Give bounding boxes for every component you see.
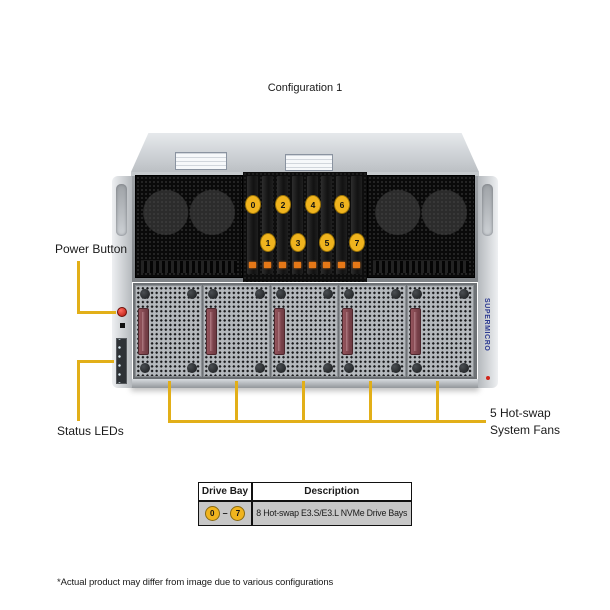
fan-module xyxy=(407,285,474,377)
drive-bay-table: Drive Bay Description 0 – 7 8 Hot-swap E… xyxy=(198,482,412,526)
drive-bay-slot: 1 xyxy=(260,176,276,274)
drive-activity-led xyxy=(264,262,271,268)
fan-handle xyxy=(138,308,149,355)
figure-title: Configuration 1 xyxy=(267,82,343,94)
supermicro-logo: SUPERMICRO xyxy=(483,298,490,352)
drive-bay-number-badge: 7 xyxy=(349,233,365,252)
drive-bay-number-badge: 5 xyxy=(319,233,335,252)
rack-handle xyxy=(116,184,127,236)
status-led-strip xyxy=(116,338,127,384)
callout-line-fans xyxy=(168,420,486,423)
drive-bay-number-badge: 1 xyxy=(260,233,276,252)
right-rack-ear: SUPERMICRO xyxy=(478,176,498,388)
fan-module xyxy=(203,285,270,377)
fan-module xyxy=(271,285,338,377)
latch-icon xyxy=(412,289,422,299)
latch-icon xyxy=(391,289,401,299)
latch-icon xyxy=(323,289,333,299)
latch-icon xyxy=(140,363,150,373)
callout-line-fan xyxy=(369,381,372,423)
table-cell-description: 8 Hot-swap E3.S/E3.L NVMe Drive Bays xyxy=(252,501,411,525)
drive-bay-slot: 4 xyxy=(305,176,321,274)
status-leds-label: Status LEDs xyxy=(57,424,124,438)
rack-handle xyxy=(482,184,493,236)
drive-activity-led xyxy=(279,262,286,268)
callout-line-status xyxy=(77,360,114,363)
latch-icon xyxy=(140,289,150,299)
fan-handle xyxy=(410,308,421,355)
chassis-bottom-rail xyxy=(131,379,479,388)
callout-line-power xyxy=(77,311,116,314)
fan-handle xyxy=(274,308,285,355)
right-fan-grille xyxy=(367,175,475,278)
drive-activity-led xyxy=(338,262,345,268)
callout-line-fan xyxy=(235,381,238,423)
drive-bay-panel: 0 1 2 3 4 5 6 7 xyxy=(243,172,367,282)
latch-icon xyxy=(412,363,422,373)
drive-bay-number-badge: 3 xyxy=(290,233,306,252)
latch-icon xyxy=(323,363,333,373)
fan-module xyxy=(339,285,406,377)
lid-label-sticker xyxy=(175,152,227,170)
power-button xyxy=(117,307,127,317)
callout-line-fan xyxy=(302,381,305,423)
drive-bay-number-badge: 4 xyxy=(305,195,321,214)
latch-icon xyxy=(276,289,286,299)
fan-module xyxy=(135,285,202,377)
power-button-label: Power Button xyxy=(55,242,128,256)
bay-number-badge-end: 7 xyxy=(230,505,246,521)
latch-icon xyxy=(255,363,265,373)
drive-activity-led xyxy=(294,262,301,268)
left-fan-grille xyxy=(135,175,243,278)
footnote: *Actual product may differ from image du… xyxy=(57,577,334,588)
drive-bay-number-badge: 6 xyxy=(334,195,350,214)
drive-bay-number-badge: 0 xyxy=(245,195,261,214)
drive-bay-slot: 3 xyxy=(290,176,306,274)
callout-line-status xyxy=(77,360,80,421)
lid-label-sticker xyxy=(285,154,333,171)
latch-icon xyxy=(344,289,354,299)
range-dash: – xyxy=(222,508,228,518)
system-fans-label-line2: System Fans xyxy=(490,423,561,437)
drive-bay-slot: 2 xyxy=(275,176,291,274)
table-header-description: Description xyxy=(252,483,411,500)
system-fans-label: 5 Hot-swap System Fans xyxy=(490,405,560,439)
latch-icon xyxy=(187,289,197,299)
latch-icon xyxy=(276,363,286,373)
callout-line-fan xyxy=(168,381,171,423)
reset-button xyxy=(120,323,125,328)
fan-handle xyxy=(206,308,217,355)
drive-bay-number-badge: 2 xyxy=(275,195,291,214)
latch-icon xyxy=(255,289,265,299)
latch-icon xyxy=(391,363,401,373)
drive-bay-slot: 6 xyxy=(334,176,350,274)
bay-number-badge-start: 0 xyxy=(204,505,220,521)
latch-icon xyxy=(459,289,469,299)
latch-icon xyxy=(187,363,197,373)
logo-dot-icon xyxy=(486,376,490,380)
drive-bay-slot: 0 xyxy=(245,176,261,274)
latch-icon xyxy=(208,289,218,299)
drive-activity-led xyxy=(323,262,330,268)
callout-line-power xyxy=(77,261,80,314)
latch-icon xyxy=(208,363,218,373)
drive-activity-led xyxy=(309,262,316,268)
latch-icon xyxy=(344,363,354,373)
fan-bay-section xyxy=(133,283,477,379)
table-cell-bay-range: 0 – 7 xyxy=(199,501,251,525)
system-fans-label-line1: 5 Hot-swap xyxy=(490,406,551,420)
callout-line-fan xyxy=(436,381,439,423)
drive-bay-slot: 7 xyxy=(349,176,365,274)
left-rack-ear xyxy=(112,176,132,388)
table-header-drive-bay: Drive Bay xyxy=(199,483,251,500)
drive-activity-led xyxy=(249,262,256,268)
chassis-top-lid xyxy=(131,133,479,172)
fan-handle xyxy=(342,308,353,355)
drive-activity-led xyxy=(353,262,360,268)
latch-icon xyxy=(459,363,469,373)
drive-bay-slot: 5 xyxy=(319,176,335,274)
